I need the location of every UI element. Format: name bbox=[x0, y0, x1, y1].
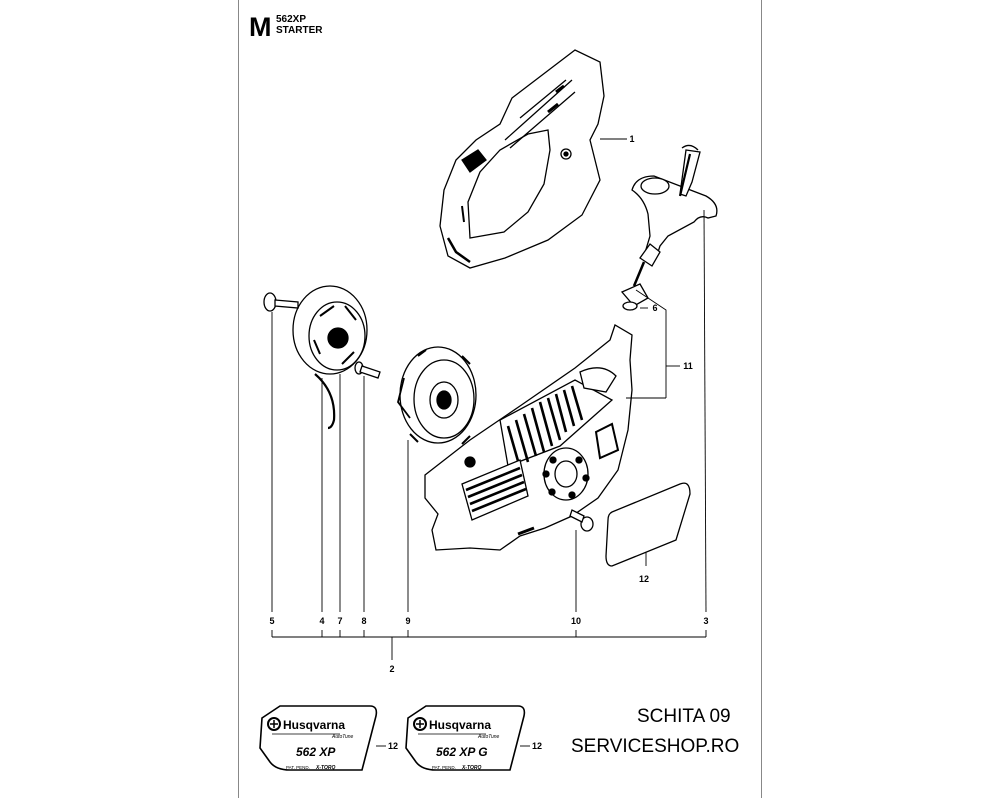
part-9-pulley-drawing bbox=[397, 346, 477, 445]
page-frame bbox=[238, 0, 762, 798]
decal-1-footer-left: PAT. PEND. bbox=[286, 765, 310, 770]
part-1-cover-drawing bbox=[439, 49, 605, 269]
decal-2-brand: Husqvarna bbox=[429, 718, 491, 732]
decal-1-feature: AutoTune bbox=[331, 734, 354, 740]
decal-562xpg-drawing: Husqvarna AutoTune 562 XP G PAT. PEND. X… bbox=[405, 705, 526, 771]
callout-12: 12 bbox=[638, 574, 649, 584]
decal-1-model: 562 XP bbox=[296, 745, 336, 759]
part-2-starter-housing-drawing bbox=[424, 324, 633, 551]
part-12-decal-drawing bbox=[605, 482, 691, 567]
decal-2-model: 562 XP G bbox=[436, 745, 488, 759]
callout-2: 2 bbox=[389, 664, 395, 674]
shop-name: SERVICESHOP.RO bbox=[571, 736, 740, 757]
callout-3: 3 bbox=[703, 616, 709, 626]
part-4-spring-cassette-drawing bbox=[292, 285, 368, 430]
decal-2-footer-right: X-TORQ bbox=[461, 765, 481, 771]
callout-11: 11 bbox=[683, 361, 693, 371]
section-letter: M bbox=[249, 12, 272, 42]
decal-2-feature: AutoTune bbox=[477, 734, 500, 740]
leader-lines bbox=[271, 138, 707, 660]
callout-7: 7 bbox=[337, 616, 343, 626]
callout-12-decal-2: 12 bbox=[531, 741, 542, 751]
decal-1-brand: Husqvarna bbox=[283, 718, 345, 732]
sheet-code: SCHITA 09 bbox=[637, 706, 731, 727]
callout-5: 5 bbox=[269, 616, 275, 626]
part-10-screw-drawing bbox=[569, 509, 594, 532]
part-3-handle-drawing bbox=[631, 144, 718, 287]
part-5-bolt-drawing bbox=[263, 292, 299, 312]
decal-1-footer-right: X-TORQ bbox=[315, 765, 335, 771]
part-8-screw-drawing bbox=[354, 361, 381, 379]
decal-562xp-drawing: Husqvarna AutoTune 562 XP PAT. PEND. X-T… bbox=[259, 705, 378, 771]
callout-9: 9 bbox=[405, 616, 411, 626]
callout-4: 4 bbox=[319, 616, 325, 626]
callout-12-decal-1: 12 bbox=[387, 741, 398, 751]
callout-8: 8 bbox=[361, 616, 367, 626]
decal-2-footer-left: PAT. PEND. bbox=[432, 765, 456, 770]
callout-6: 6 bbox=[652, 303, 658, 313]
callout-10: 10 bbox=[570, 616, 581, 626]
husqvarna-logo-icon bbox=[267, 717, 281, 731]
model-code: 562XP bbox=[276, 14, 307, 25]
husqvarna-logo-icon bbox=[413, 717, 427, 731]
callout-1: 1 bbox=[629, 134, 635, 144]
section-title: STARTER bbox=[276, 25, 323, 36]
